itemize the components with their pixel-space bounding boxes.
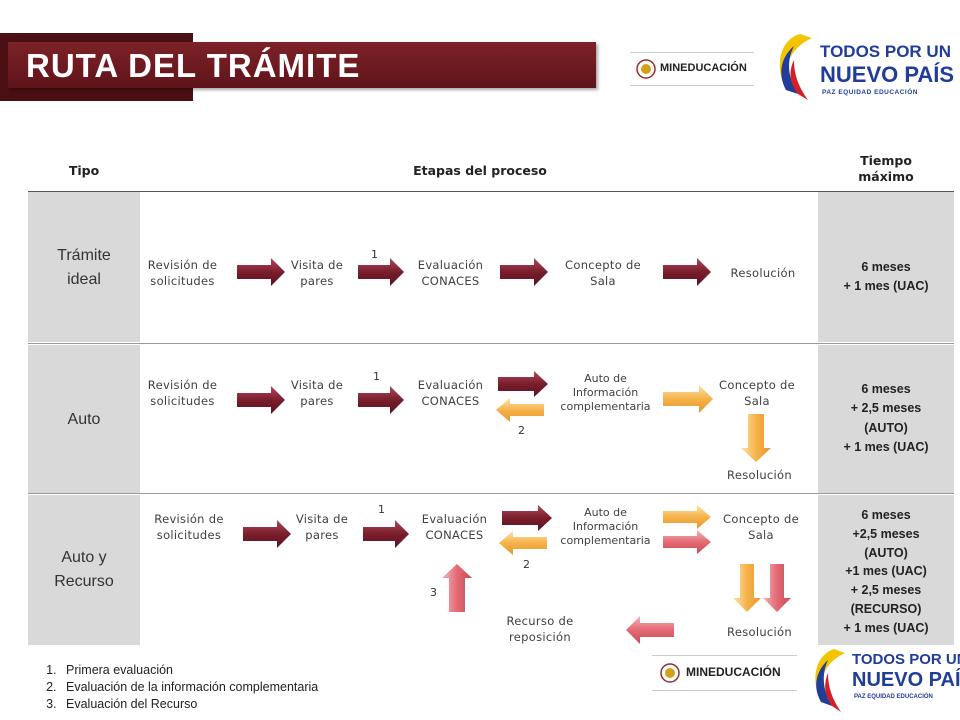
arrow-right [663, 505, 711, 529]
row-label-ideal: Trámite ideal [57, 247, 111, 288]
step-revision: Revisión de solicitudes [154, 512, 224, 542]
colombia-seal-icon [636, 59, 656, 79]
arrow-down [733, 564, 761, 612]
step-number-2: 2 [518, 424, 525, 437]
footnote-item: Primera evaluación [60, 663, 318, 677]
header-tiempo: Tiempo máximo [858, 153, 914, 185]
row-divider [28, 493, 954, 494]
arrow-down [741, 414, 771, 462]
step-concepto: Concepto de Sala [565, 258, 641, 288]
time-ideal: 6 meses + 1 mes (UAC) [843, 260, 929, 294]
step-visita: Visita de pares [295, 512, 349, 542]
row-label-auto: Auto [67, 411, 101, 428]
step-number-1: 1 [373, 370, 380, 383]
page-title: RUTA DEL TRÁMITE [26, 47, 361, 84]
arrow-left [496, 398, 544, 422]
arrow-right [498, 371, 548, 397]
tiempo-cell-auto [818, 345, 954, 493]
time-auto: 6 meses + 2,5 meses (AUTO) + 1 mes (UAC) [843, 382, 929, 455]
arrow-left [499, 531, 547, 555]
step-concepto: Concepto de Sala [723, 512, 799, 542]
step-evaluacion: Evaluación CONACES [417, 378, 484, 408]
footnote-item: Evaluación del Recurso [60, 697, 318, 711]
tipo-cell-auto [28, 345, 140, 493]
mineducacion-logo: MINEDUCACIÓN [630, 52, 754, 86]
arrow-right [358, 386, 404, 414]
arrow-right [663, 385, 713, 413]
mineducacion-logo: MINEDUCACIÓN [652, 655, 797, 691]
step-concepto: Concepto de Sala [719, 378, 795, 408]
step-visita: Visita de pares [290, 378, 344, 408]
step-evaluacion: Evaluación CONACES [417, 258, 484, 288]
arrow-right [363, 520, 409, 548]
footnote-item: Evaluación de la información complementa… [60, 680, 318, 694]
tiempo-cell-ideal [818, 192, 954, 342]
step-number-1: 1 [378, 503, 385, 516]
step-recurso-reposicion: Recurso de reposición [506, 614, 574, 644]
arrow-down [763, 564, 791, 612]
todos-por-un-nuevo-pais-logo: TODOS POR UN NUEVO PAÍS PAZ EQUIDAD EDUC… [808, 645, 960, 717]
step-number-3: 3 [430, 586, 437, 599]
arrow-up [442, 564, 472, 612]
colombia-seal-icon [660, 663, 680, 683]
arrow-right [243, 520, 291, 548]
step-resolucion: Resolución [730, 266, 796, 280]
step-number-1: 1 [371, 248, 378, 261]
arrow-right [237, 386, 285, 414]
arrow-right [663, 258, 711, 286]
row-divider [28, 343, 954, 344]
footnotes: Primera evaluación Evaluación de la info… [30, 663, 318, 714]
tiempo-cell-recurso [818, 495, 954, 645]
arrow-right [237, 258, 285, 286]
step-auto-informacion: Auto de Información complementaria [560, 506, 651, 547]
step-visita: Visita de pares [290, 258, 344, 288]
tipo-cell-ideal [28, 192, 140, 342]
arrow-right [502, 505, 552, 531]
arrow-right [358, 258, 404, 286]
arrow-right [663, 530, 711, 554]
header-etapas: Etapas del proceso [413, 163, 547, 178]
step-revision: Revisión de solicitudes [147, 258, 218, 288]
row-label-recurso: Auto y Recurso [54, 549, 114, 590]
step-evaluacion: Evaluación CONACES [421, 512, 488, 542]
arrow-left [626, 616, 674, 644]
step-resolucion: Resolución [727, 625, 792, 639]
tipo-cell-recurso [28, 495, 140, 645]
colombia-swoosh-icon [779, 34, 812, 100]
header-divider [28, 191, 954, 192]
step-resolucion: Resolución [727, 468, 792, 482]
arrow-right [500, 258, 548, 286]
title-banner: RUTA DEL TRÁMITE [0, 33, 600, 101]
time-recurso: 6 meses +2,5 meses (AUTO) +1 mes (UAC) +… [843, 508, 929, 635]
step-auto-informacion: Auto de Información complementaria [560, 372, 651, 413]
header-tipo: Tipo [68, 163, 100, 178]
step-number-2: 2 [523, 558, 530, 571]
step-revision: Revisión de solicitudes [147, 378, 218, 408]
colombia-swoosh-icon [815, 649, 845, 712]
todos-por-un-nuevo-pais-logo: TODOS POR UN NUEVO PAÍS PAZ EQUIDAD EDUC… [772, 30, 957, 105]
